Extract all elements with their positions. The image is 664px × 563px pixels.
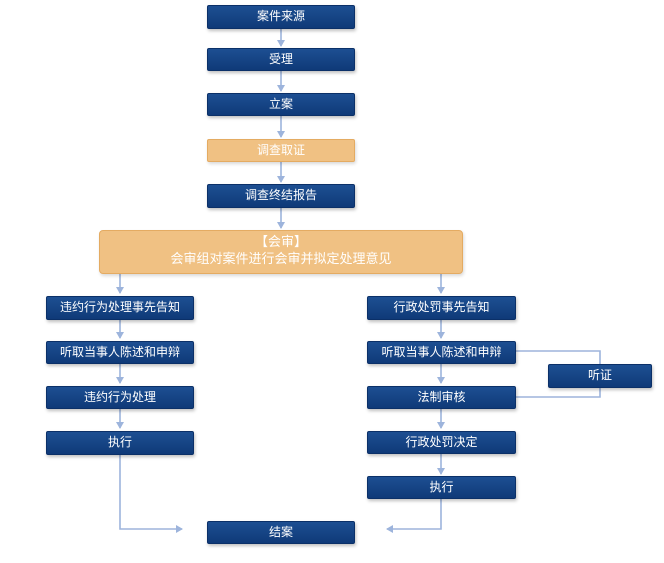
node-right-hear-statement: 听取当事人陈述和申辩 — [367, 341, 516, 364]
joint-review-text: 会审组对案件进行会审并拟定处理意见 — [170, 252, 392, 267]
node-case-source: 案件来源 — [207, 5, 355, 29]
node-right-execute: 执行 — [367, 476, 516, 499]
node-left-execute: 执行 — [46, 431, 194, 455]
node-close-case: 结案 — [207, 521, 355, 544]
node-right-decision: 行政处罚决定 — [367, 431, 516, 454]
node-left-hear-statement: 听取当事人陈述和申辩 — [46, 341, 194, 364]
node-joint-review: 【会审】 会审组对案件进行会审并拟定处理意见 — [99, 230, 463, 274]
arrow-left-execute-to-close — [119, 455, 183, 533]
node-final-report: 调查终结报告 — [207, 184, 355, 208]
node-right-legal-review: 法制审核 — [367, 386, 516, 409]
node-hearing: 听证 — [548, 364, 652, 388]
node-left-prior-notice: 违约行为处理事先告知 — [46, 296, 194, 320]
node-investigate: 调查取证 — [207, 139, 355, 162]
node-file-case: 立案 — [207, 93, 355, 116]
node-left-handling: 违约行为处理 — [46, 386, 194, 409]
arrow-right-execute-to-close — [386, 499, 442, 533]
joint-review-title: 【会审】 — [254, 235, 307, 251]
node-accept: 受理 — [207, 48, 355, 71]
node-right-prior-notice: 行政处罚事先告知 — [367, 296, 516, 320]
